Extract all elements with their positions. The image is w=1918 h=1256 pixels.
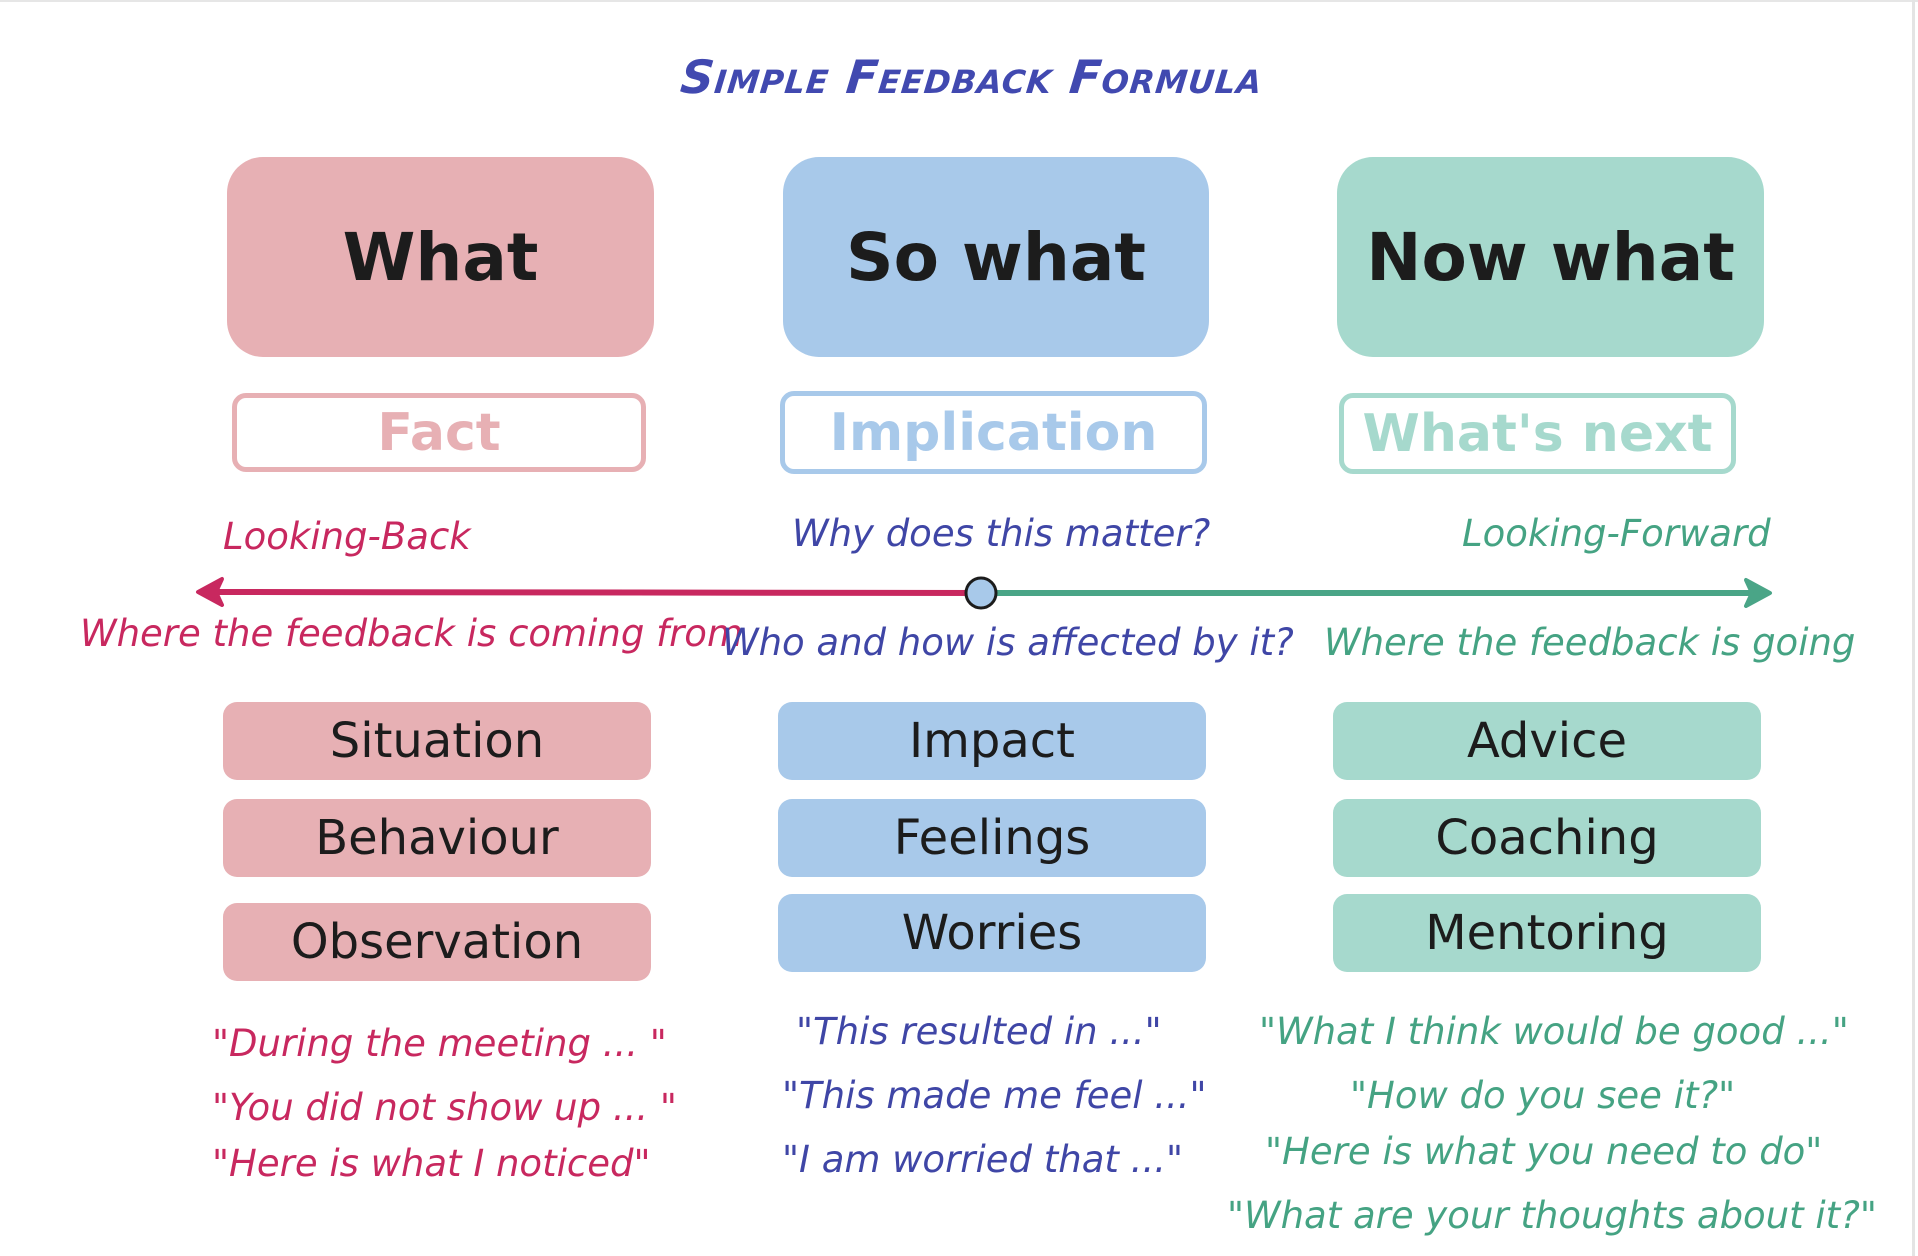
item-worries: Worries xyxy=(778,894,1206,972)
item-feelings: Feelings xyxy=(778,799,1206,877)
timeline-arrow xyxy=(196,576,1772,610)
item-behaviour: Behaviour xyxy=(223,799,651,877)
item-label: Observation xyxy=(290,914,584,970)
item-coaching: Coaching xyxy=(1333,799,1761,877)
what-heading-box: What xyxy=(227,157,654,357)
item-mentoring: Mentoring xyxy=(1333,894,1761,972)
item-situation: Situation xyxy=(223,702,651,780)
coming-from-label: Where the feedback is coming from xyxy=(80,612,743,655)
fact-label: Fact xyxy=(377,402,501,463)
frame-right-border xyxy=(1912,0,1915,1256)
whats-next-label: What's next xyxy=(1362,403,1713,464)
fact-box: Fact xyxy=(232,393,646,472)
frame-top-border xyxy=(0,0,1918,2)
implication-label: Implication xyxy=(829,402,1158,463)
going-label: Where the feedback is going xyxy=(1324,621,1856,664)
diagram-title: Simple Feedback Formula xyxy=(678,50,1266,104)
so-what-heading-box: So what xyxy=(783,157,1209,357)
looking-forward-label: Looking-Forward xyxy=(1462,512,1771,555)
quote-resulted-in: "This resulted in ..." xyxy=(796,1010,1162,1053)
so-what-heading: So what xyxy=(846,218,1146,296)
item-label: Feelings xyxy=(893,810,1091,866)
arrow-right-head-icon xyxy=(1744,578,1772,608)
looking-back-label: Looking-Back xyxy=(223,515,471,558)
quote-how-see-it: "How do you see it?" xyxy=(1350,1074,1736,1117)
implication-box: Implication xyxy=(780,391,1207,474)
quote-made-me-feel: "This made me feel ..." xyxy=(782,1074,1207,1117)
now-what-heading: Now what xyxy=(1366,218,1735,296)
quote-would-be-good: "What I think would be good ..." xyxy=(1259,1010,1849,1053)
quote-need-to-do: "Here is what you need to do" xyxy=(1265,1130,1823,1173)
quote-what-noticed: "Here is what I noticed" xyxy=(212,1142,651,1185)
item-label: Coaching xyxy=(1435,810,1659,866)
why-matter-label: Why does this matter? xyxy=(792,512,1211,555)
item-impact: Impact xyxy=(778,702,1206,780)
item-label: Worries xyxy=(901,905,1083,961)
quote-did-not-show: "You did not show up ... " xyxy=(212,1086,677,1129)
item-advice: Advice xyxy=(1333,702,1761,780)
quote-during-meeting: "During the meeting ... " xyxy=(212,1022,667,1065)
arrow-left-head-icon xyxy=(196,577,224,607)
what-heading: What xyxy=(342,218,539,296)
timeline-center-node-icon xyxy=(964,576,998,610)
whats-next-box: What's next xyxy=(1339,393,1736,474)
quote-worried-that: "I am worried that ..." xyxy=(782,1138,1183,1181)
affected-label: Who and how is affected by it? xyxy=(722,621,1294,664)
item-label: Mentoring xyxy=(1425,905,1669,961)
now-what-heading-box: Now what xyxy=(1337,157,1764,357)
item-label: Advice xyxy=(1466,713,1628,769)
item-label: Situation xyxy=(329,713,545,769)
quote-your-thoughts: "What are your thoughts about it?" xyxy=(1227,1194,1877,1237)
item-label: Impact xyxy=(908,713,1075,769)
item-observation: Observation xyxy=(223,903,651,981)
item-label: Behaviour xyxy=(315,810,559,866)
